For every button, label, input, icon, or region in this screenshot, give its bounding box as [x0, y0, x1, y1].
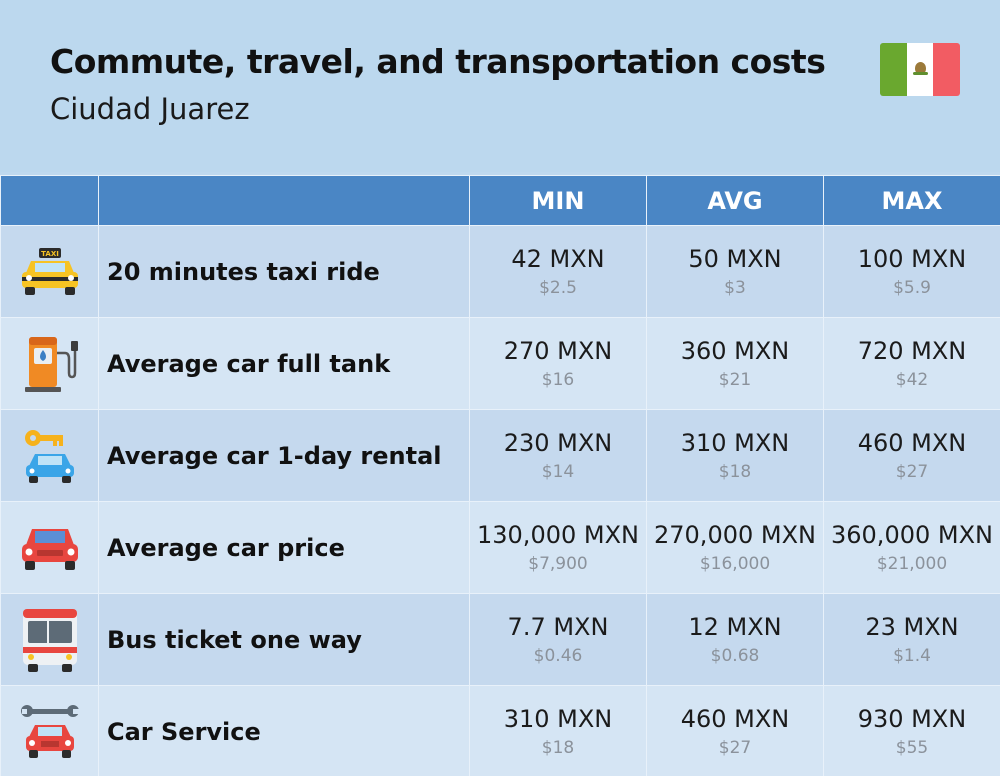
usd-value: $42	[895, 369, 929, 390]
column-header-avg: AVG	[646, 175, 824, 226]
min-cell: 130,000 MXN $7,900	[469, 501, 647, 594]
usd-value: $16	[541, 369, 575, 390]
min-cell: 270 MXN $16	[469, 317, 647, 410]
avg-cell: 50 MXN $3	[646, 225, 824, 318]
mxn-value: 310 MXN	[680, 428, 790, 457]
row-icon-cell: TAXI	[0, 225, 99, 318]
mexico-flag-icon	[880, 43, 960, 96]
usd-value: $21,000	[876, 553, 948, 574]
flag-emblem	[914, 62, 926, 75]
row-label: Car Service	[98, 685, 470, 776]
city-subtitle: Ciudad Juarez	[50, 92, 250, 126]
usd-value: $55	[895, 737, 929, 758]
cost-table: MIN AVG MAX TAXI 20 minutes tax	[0, 175, 1000, 776]
usd-value: $14	[541, 461, 575, 482]
flag-red-band	[933, 43, 960, 96]
usd-value: $2.5	[539, 277, 577, 298]
max-cell: 720 MXN $42	[823, 317, 1000, 410]
mxn-value: 50 MXN	[688, 244, 782, 273]
car-icon	[21, 528, 78, 570]
mxn-value: 930 MXN	[857, 704, 967, 733]
max-cell: 23 MXN $1.4	[823, 593, 1000, 686]
table-row: Bus ticket one way 7.7 MXN $0.46 12 MXN $0…	[0, 593, 1000, 686]
mxn-value: 130,000 MXN	[477, 520, 639, 549]
usd-value: $18	[541, 737, 575, 758]
max-cell: 100 MXN $5.9	[823, 225, 1000, 318]
fuel-pump-icon	[24, 336, 78, 392]
avg-cell: 460 MXN $27	[646, 685, 824, 776]
mxn-value: 23 MXN	[865, 612, 959, 641]
mxn-value: 360 MXN	[680, 336, 790, 365]
flag-green-band	[880, 43, 907, 96]
table-row: Average car full tank 270 MXN $16 360 MXN…	[0, 317, 1000, 410]
car-key-icon	[24, 429, 74, 483]
min-cell: 310 MXN $18	[469, 685, 647, 776]
max-cell: 930 MXN $55	[823, 685, 1000, 776]
page-title: Commute, travel, and transportation cost…	[50, 42, 826, 81]
mxn-value: 460 MXN	[680, 704, 790, 733]
usd-value: $16,000	[699, 553, 771, 574]
usd-value: $3	[724, 277, 746, 298]
table-header-row: MIN AVG MAX	[0, 175, 1000, 226]
row-label: Bus ticket one way	[98, 593, 470, 686]
column-header-min: MIN	[469, 175, 647, 226]
min-cell: 7.7 MXN $0.46	[469, 593, 647, 686]
max-cell: 360,000 MXN $21,000	[823, 501, 1000, 594]
avg-cell: 12 MXN $0.68	[646, 593, 824, 686]
mxn-value: 310 MXN	[503, 704, 613, 733]
mxn-value: 720 MXN	[857, 336, 967, 365]
min-cell: 42 MXN $2.5	[469, 225, 647, 318]
usd-value: $7,900	[528, 553, 588, 574]
table-row: Average car price 130,000 MXN $7,900 270,…	[0, 501, 1000, 594]
header-label-cell	[98, 175, 470, 226]
table-row: Average car 1-day rental 230 MXN $14 310 …	[0, 409, 1000, 502]
column-header-max: MAX	[823, 175, 1000, 226]
usd-value: $1.4	[893, 645, 931, 666]
mxn-value: 230 MXN	[503, 428, 613, 457]
row-icon-cell	[0, 501, 99, 594]
row-icon-cell	[0, 317, 99, 410]
mxn-value: 42 MXN	[511, 244, 605, 273]
mxn-value: 460 MXN	[857, 428, 967, 457]
mxn-value: 270,000 MXN	[654, 520, 816, 549]
usd-value: $0.46	[533, 645, 583, 666]
mxn-value: 12 MXN	[688, 612, 782, 641]
usd-value: $27	[718, 737, 752, 758]
wrench-car-icon	[20, 704, 79, 758]
row-label: Average car 1-day rental	[98, 409, 470, 502]
mxn-value: 7.7 MXN	[507, 612, 609, 641]
row-icon-cell	[0, 685, 99, 776]
max-cell: 460 MXN $27	[823, 409, 1000, 502]
row-label: 20 minutes taxi ride	[98, 225, 470, 318]
mxn-value: 270 MXN	[503, 336, 613, 365]
table-row: Car Service 310 MXN $18 460 MXN $27 930 MX…	[0, 685, 1000, 776]
bus-icon	[22, 608, 77, 672]
min-cell: 230 MXN $14	[469, 409, 647, 502]
header-icon-cell	[0, 175, 99, 226]
header: Commute, travel, and transportation cost…	[0, 0, 1000, 172]
row-label: Average car full tank	[98, 317, 470, 410]
usd-value: $18	[718, 461, 752, 482]
row-label: Average car price	[98, 501, 470, 594]
taxi-icon: TAXI	[21, 247, 78, 295]
flag-white-band	[906, 43, 934, 96]
usd-value: $27	[895, 461, 929, 482]
usd-value: $21	[718, 369, 752, 390]
svg-text:TAXI: TAXI	[41, 250, 59, 258]
usd-value: $0.68	[710, 645, 760, 666]
row-icon-cell	[0, 593, 99, 686]
mxn-value: 100 MXN	[857, 244, 967, 273]
flag-emblem-leaves	[912, 72, 928, 75]
avg-cell: 360 MXN $21	[646, 317, 824, 410]
row-icon-cell	[0, 409, 99, 502]
mxn-value: 360,000 MXN	[831, 520, 993, 549]
avg-cell: 270,000 MXN $16,000	[646, 501, 824, 594]
table-row: TAXI 20 minutes taxi ride 42 MXN $2.5 50 …	[0, 225, 1000, 318]
avg-cell: 310 MXN $18	[646, 409, 824, 502]
usd-value: $5.9	[893, 277, 931, 298]
